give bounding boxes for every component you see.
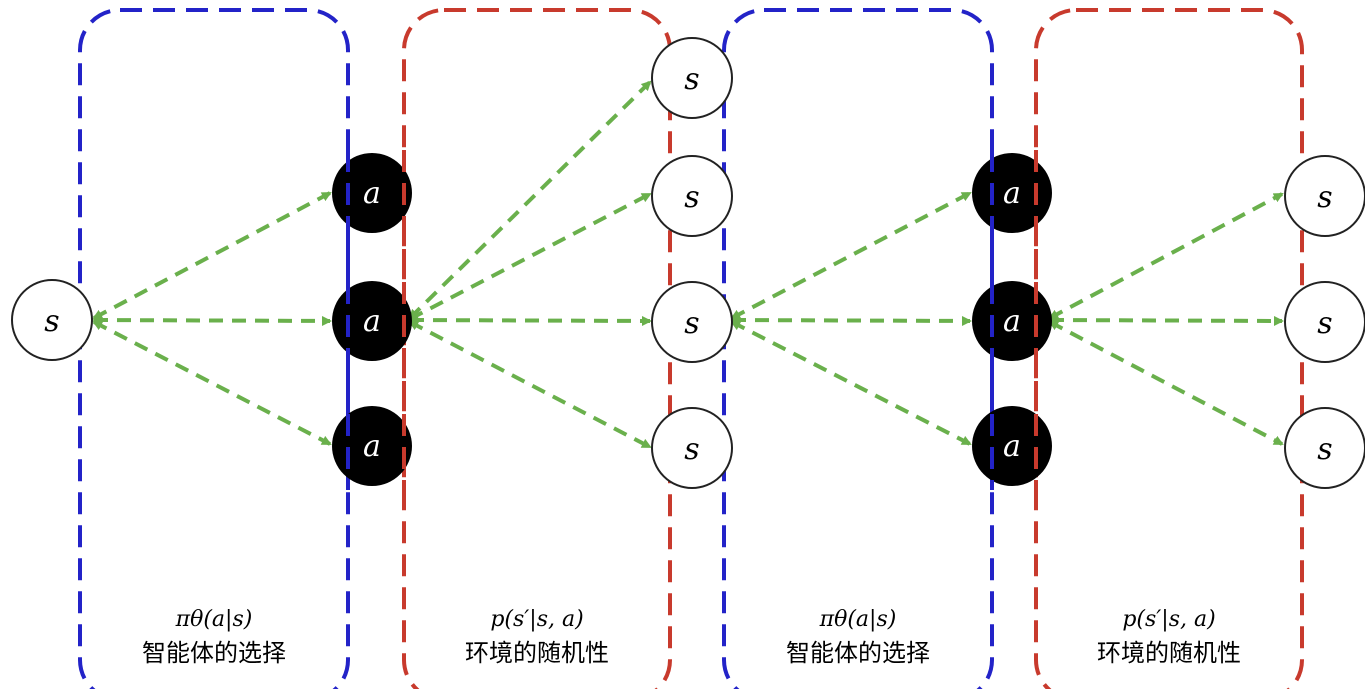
state-node-mid-1 — [651, 37, 733, 119]
agent-choice-caption: 智能体的选择 — [142, 639, 286, 667]
environment-transition-formula: p(s′|s, a) — [490, 607, 583, 632]
environment-randomness-panel-1 — [402, 8, 672, 689]
action-node-label: a — [1003, 304, 1021, 339]
state-node-mid-4 — [651, 407, 733, 489]
state-node-label: s — [684, 306, 699, 341]
action-node-2 — [332, 281, 412, 361]
environment-randomness-caption: 环境的随机性 — [1097, 639, 1241, 667]
arrows — [92, 80, 1284, 449]
panel-edge-overlay — [346, 150, 1038, 490]
arrow-a-s5 — [1048, 192, 1284, 320]
arrow-a-s3 — [408, 315, 652, 326]
arrow-a-s7 — [1048, 320, 1284, 446]
state-node-start — [11, 279, 93, 361]
agent-choice-caption: 智能体的选择 — [786, 639, 930, 667]
agent-policy-formula: πθ(a|s) — [175, 607, 253, 632]
state-node-mid-3 — [651, 281, 733, 363]
agent-choice-panel-1 — [78, 8, 350, 689]
panel-captions: πθ(a|s) 智能体的选择 p(s′|s, a) 环境的随机性 πθ(a|s)… — [142, 607, 1241, 667]
action-node-label: a — [1003, 176, 1021, 211]
state-node-label: s — [1317, 432, 1332, 467]
state-node-label: s — [1317, 180, 1332, 215]
state-node-mid-2 — [651, 155, 733, 237]
agent-policy-formula: πθ(a|s) — [819, 607, 897, 632]
arrow-s0-a1 — [92, 191, 332, 320]
action-node-label: a — [1003, 429, 1021, 464]
arrow-a-s1 — [408, 80, 652, 320]
action-node-4 — [972, 153, 1052, 233]
environment-randomness-caption: 环境的随机性 — [465, 639, 609, 667]
action-node-label: a — [363, 429, 381, 464]
state-nodes: s s s s s s s s — [11, 37, 1365, 489]
state-node-label: s — [684, 432, 699, 467]
environment-transition-formula: p(s′|s, a) — [1122, 607, 1215, 632]
arrow-s0-a2 — [92, 315, 332, 326]
state-node-label: s — [44, 304, 59, 339]
state-node-right-2 — [1284, 281, 1365, 363]
action-node-label: a — [363, 176, 381, 211]
arrow-a-s2 — [408, 192, 652, 321]
state-node-right-3 — [1284, 407, 1365, 489]
agent-choice-panel-2 — [722, 8, 994, 689]
state-node-label: s — [1317, 306, 1332, 341]
arrow-s-a5 — [730, 315, 972, 326]
state-node-right-1 — [1284, 155, 1365, 237]
arrow-s0-a3 — [92, 320, 332, 446]
action-node-label: a — [363, 304, 381, 339]
action-node-1 — [332, 153, 412, 233]
arrow-a-s4 — [408, 320, 652, 449]
arrow-a-s6 — [1048, 315, 1284, 326]
arrow-s-a4 — [730, 191, 972, 320]
arrow-s-a6 — [730, 320, 972, 446]
environment-randomness-panel-2 — [1034, 8, 1304, 689]
state-node-label: s — [684, 62, 699, 97]
action-node-3 — [332, 406, 412, 486]
state-node-label: s — [684, 180, 699, 215]
